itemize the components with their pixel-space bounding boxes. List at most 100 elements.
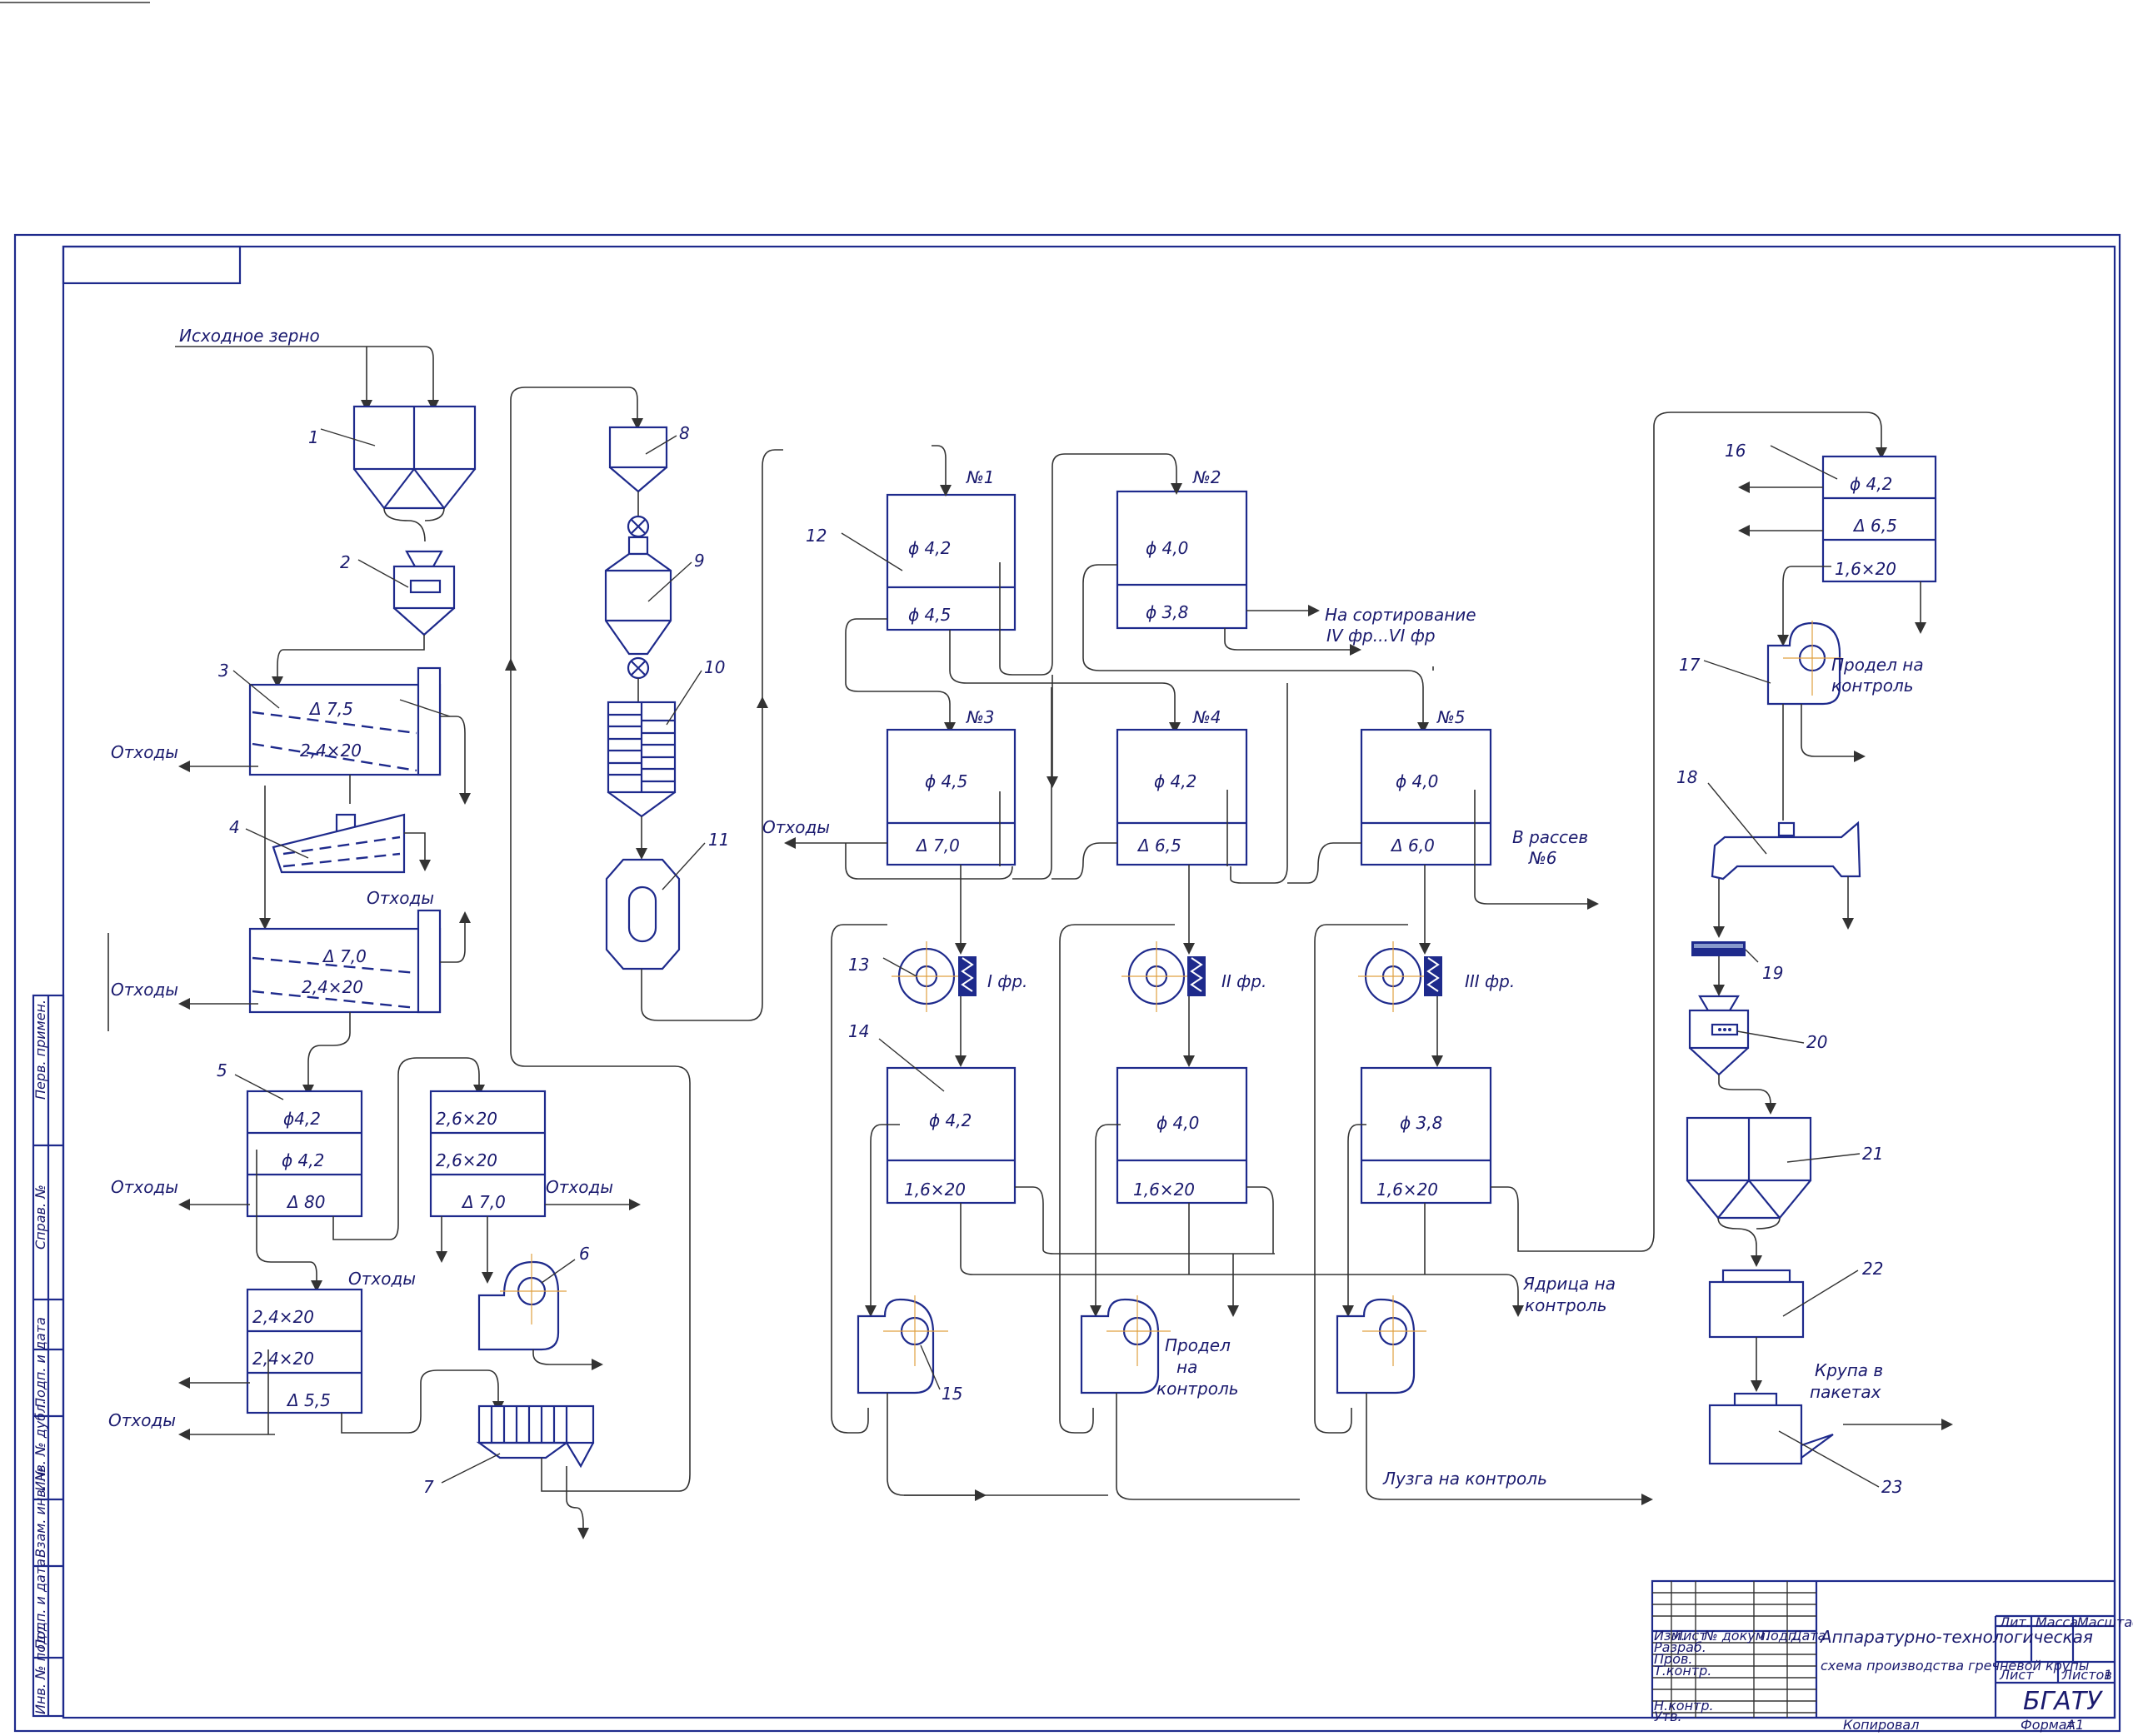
packed-2: пакетах [1810, 1382, 1881, 1402]
frac-1: I фр. [987, 971, 1027, 991]
tb-org: БГАТУ [2023, 1687, 2103, 1716]
aspirator-15b [1080, 1295, 1171, 1394]
bunker-8 [608, 426, 668, 493]
sifter-16 [1821, 455, 1937, 583]
num-21: 21 [1862, 1144, 1883, 1164]
num-13: 13 [848, 955, 869, 975]
sieve-16a: ϕ 4,2 [1850, 474, 1892, 494]
tb-list: Лист [1672, 1628, 1707, 1644]
kernel-2: контроль [1525, 1295, 1607, 1315]
sieve-3 [248, 666, 442, 776]
num-10: 10 [704, 657, 725, 677]
waste-6: Отходы [111, 1177, 178, 1197]
sifter-14c [1360, 1066, 1492, 1205]
sieve-14f: 1,6×20 [1376, 1180, 1438, 1200]
waste-8: Отходы [108, 1410, 176, 1430]
aspirator-15a [857, 1295, 948, 1394]
sieve-5a: ϕ4,2 [283, 1109, 321, 1129]
sieve-16c: 1,6×20 [1835, 559, 1896, 579]
aspirator-4 [272, 813, 406, 874]
sieve-12c: ϕ 4,0 [1146, 538, 1188, 558]
sieve-12i: ϕ 4,0 [1396, 771, 1438, 791]
sifter-n4 [1116, 728, 1248, 866]
tb-tkontr: Т.контр. [1654, 1663, 1711, 1679]
sieve-3b [248, 909, 442, 1014]
top-stamp [62, 245, 242, 285]
bunker-1 [352, 405, 477, 510]
gate-valve-9a [627, 515, 650, 538]
sifter-n2 [1116, 490, 1248, 630]
tb-title-1: Аппаратурно-технологическая [1819, 1627, 2093, 1647]
sifter-5b [246, 1288, 363, 1414]
to-sorting-2: IV фр...VI фр [1326, 626, 1436, 646]
tb-title-2: схема производства гречневой крупы [1821, 1658, 2089, 1674]
to-sorting-1: На сортирование [1325, 605, 1476, 625]
num-22: 22 [1862, 1259, 1883, 1279]
outer-border [13, 233, 2121, 1733]
sieve-14c: ϕ 4,0 [1156, 1113, 1199, 1133]
packer-23 [1708, 1392, 1834, 1465]
husker-7 [476, 1404, 595, 1469]
stamp-vzam: Взам. инв. № [32, 1467, 48, 1558]
dryer-9 [604, 536, 672, 656]
label-n5: №5 [1436, 707, 1466, 727]
source-grain-label: Исходное зерно [179, 326, 320, 346]
sieve-14d: 1,6×20 [1133, 1180, 1195, 1200]
sifter-n3 [886, 728, 1017, 866]
num-20: 20 [1806, 1032, 1827, 1052]
num-12: 12 [806, 526, 827, 546]
num-4: 4 [229, 817, 240, 837]
inner-border [62, 245, 2116, 1719]
tb-format: Формат [2021, 1717, 2076, 1733]
num-9: 9 [694, 551, 705, 571]
sieve-12b: ϕ 4,5 [908, 605, 951, 625]
sieve-12j: Δ 6,0 [1390, 836, 1435, 856]
tb-ndoc: № докум. [1703, 1628, 1770, 1644]
separator-20 [1688, 995, 1750, 1076]
stamp-podp2: Подп. и дата [32, 1559, 48, 1649]
sieve-6c: Δ 7,0 [461, 1192, 506, 1212]
prodel-2: на [1176, 1357, 1197, 1377]
sieve-3a: Δ 7,5 [308, 699, 353, 719]
husker-13a [892, 941, 977, 1012]
husk-label: Лузга на контроль [1382, 1469, 1547, 1489]
tb-data: Дата [1791, 1628, 1826, 1644]
sieve-16b: Δ 6,5 [1852, 516, 1897, 536]
sieve-6a: 2,6×20 [436, 1109, 497, 1129]
num-16: 16 [1725, 441, 1746, 461]
stamp-perv: Перв. примен. [32, 1000, 48, 1100]
sifter-5 [246, 1090, 363, 1218]
to-sifter-1: В рассев [1512, 827, 1588, 847]
waste-5: Отходы [111, 980, 178, 1000]
to-sifter-2: №6 [1528, 848, 1557, 868]
sieve-3b: 2,4×20 [300, 741, 362, 761]
tb-sheets: Листов [2061, 1667, 2112, 1683]
sieve-6b: 2,6×20 [436, 1150, 497, 1170]
cooler-10 [607, 701, 677, 818]
husker-13c [1358, 941, 1442, 1012]
sieve-14a: ϕ 4,2 [929, 1110, 972, 1130]
gate-valve-9b [627, 656, 650, 680]
num-5: 5 [217, 1060, 227, 1080]
packer-22 [1708, 1269, 1805, 1339]
prodel-r2: контроль [1831, 676, 1914, 696]
num-11: 11 [708, 830, 729, 850]
kernel-1: Ядрица на [1522, 1274, 1616, 1294]
prodel-1: Продел [1165, 1335, 1231, 1355]
sieve-4b: 2,4×20 [302, 977, 363, 997]
aspirator-17 [1766, 621, 1841, 706]
sieve-12f: Δ 7,0 [915, 836, 960, 856]
sieve-4a: Δ 7,0 [322, 946, 367, 966]
tb-razrab: Разраб. [1654, 1639, 1706, 1655]
sieve-12g: ϕ 4,2 [1154, 771, 1196, 791]
tb-nkontr: Н.контр. [1654, 1698, 1714, 1714]
tb-prov: Пров. [1654, 1651, 1693, 1667]
sieve-14e: ϕ 3,8 [1400, 1113, 1442, 1133]
side-stamp: Перв. примен. Справ. № Подп. и дата Инв.… [32, 994, 65, 1718]
tb-sheet: Лист [1999, 1667, 2034, 1683]
waste-3: Отходы [111, 742, 178, 762]
tb-utv: Утв. [1654, 1709, 1682, 1724]
packed-1: Крупа в [1815, 1360, 1883, 1380]
num-6: 6 [579, 1244, 590, 1264]
